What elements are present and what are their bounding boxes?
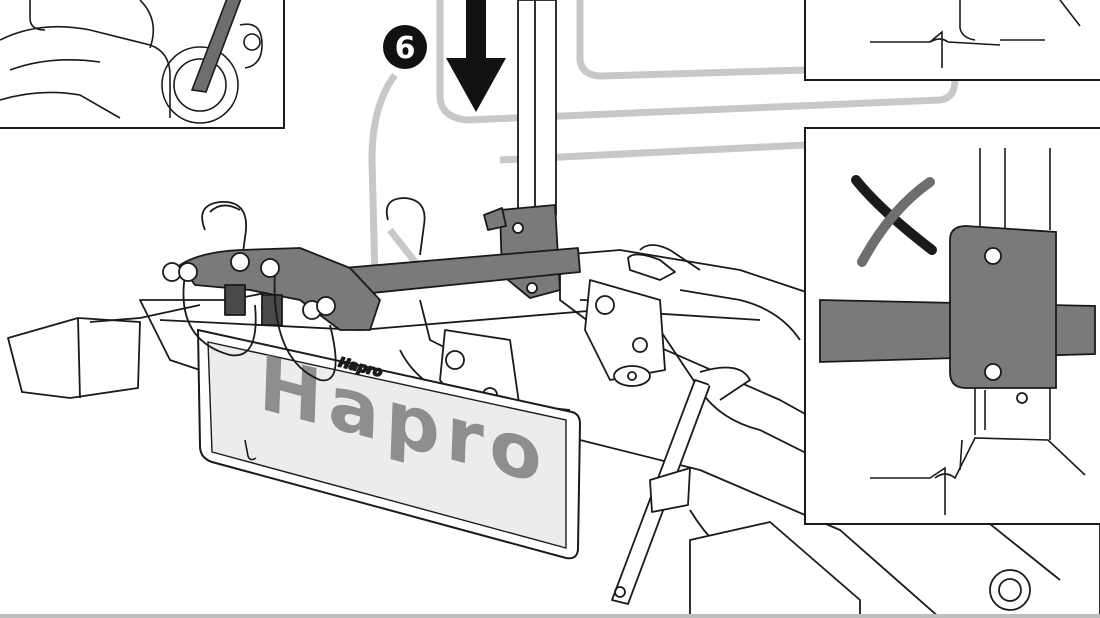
inset-panel-incorrect bbox=[804, 127, 1100, 525]
spring-clips bbox=[224, 284, 283, 326]
tail-light-left bbox=[7, 304, 201, 399]
bike-rack-assembly bbox=[7, 0, 1100, 618]
wrench-tool bbox=[190, 0, 242, 93]
wheel-cradle-right bbox=[584, 279, 666, 381]
inset-panel-topright bbox=[804, 0, 1100, 81]
quick-release-pins bbox=[162, 252, 336, 320]
tail-light-right bbox=[689, 521, 1031, 618]
wire-loops bbox=[182, 269, 337, 382]
inset-panel-topleft bbox=[0, 0, 285, 129]
step-marker: 6 bbox=[383, 25, 427, 69]
vertical-mast bbox=[517, 0, 557, 216]
down-arrow-icon bbox=[446, 0, 506, 112]
wrong-mark-icon bbox=[851, 175, 937, 267]
strap-loops bbox=[201, 197, 676, 281]
adjustment-knob bbox=[613, 365, 651, 387]
inset-mast-clamp bbox=[949, 225, 1057, 404]
bottom-band bbox=[0, 614, 1100, 618]
step-number: 6 bbox=[395, 31, 416, 66]
folding-arm: Hapro bbox=[162, 204, 581, 382]
ratchet-strap bbox=[611, 366, 751, 605]
